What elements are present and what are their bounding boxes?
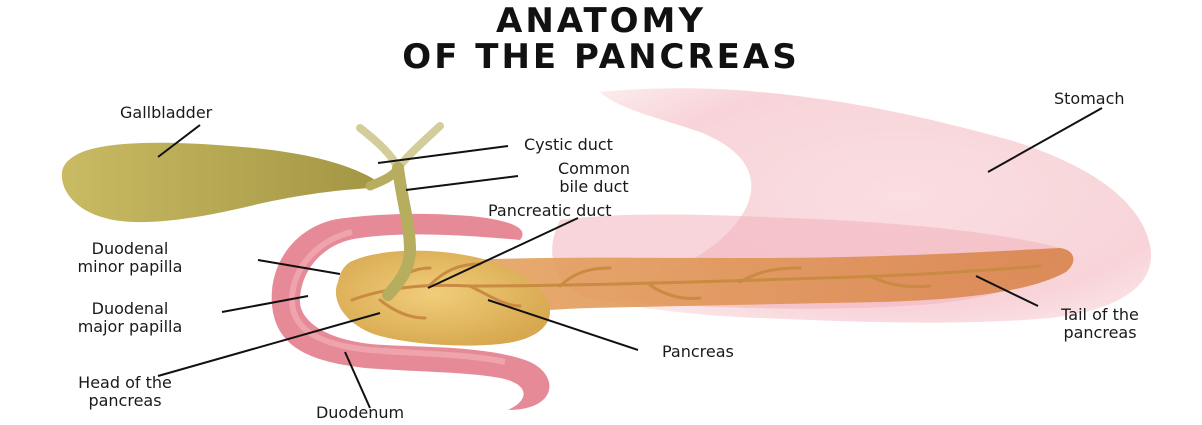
label-tail-of-pancreas: Tail of the pancreas <box>1020 306 1180 342</box>
label-duodenal-major-papilla: Duodenal major papilla <box>30 300 230 336</box>
label-common-bile-duct: Common bile duct <box>524 160 664 196</box>
label-duodenum: Duodenum <box>280 404 440 422</box>
leader-cystic-duct <box>378 146 508 163</box>
diagram-title-line-1: ANATOMY <box>0 2 1202 40</box>
label-duodenal-minor-papilla: Duodenal minor papilla <box>30 240 230 276</box>
label-pancreas: Pancreas <box>662 343 734 361</box>
label-gallbladder: Gallbladder <box>120 104 212 122</box>
leader-common-bile-duct <box>406 176 518 190</box>
label-stomach: Stomach <box>1054 90 1125 108</box>
label-head-of-pancreas: Head of the pancreas <box>40 374 210 410</box>
diagram-title-line-2: OF THE PANCREAS <box>0 38 1202 76</box>
gallbladder-shape <box>62 143 377 222</box>
label-cystic-duct: Cystic duct <box>524 136 613 154</box>
label-pancreatic-duct: Pancreatic duct <box>488 202 612 220</box>
